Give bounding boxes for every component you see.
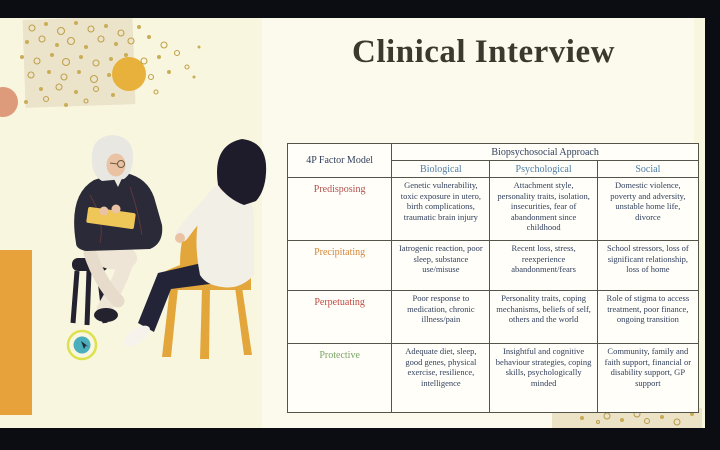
row-label-perpetuating: Perpetuating — [286, 290, 393, 344]
cell-protective-biological: Adequate diet, sleep, good genes, physic… — [391, 343, 491, 413]
teal-target-mark — [66, 329, 98, 361]
therapist-face — [106, 153, 126, 177]
client-hair — [217, 139, 267, 205]
orange-accent-rectangle — [0, 250, 32, 415]
cell-perpetuating-psychological: Personality traits, coping mechanisms, b… — [489, 290, 598, 344]
corner-header: 4P Factor Model — [286, 143, 393, 178]
mustard-circle — [112, 57, 146, 91]
row-label-precipitating: Precipitating — [286, 240, 393, 291]
row-label-protective: Protective — [286, 343, 393, 413]
cell-precipitating-social: School stressors, loss of significant re… — [596, 240, 700, 291]
cell-perpetuating-social: Role of stigma to access treatment, poor… — [596, 290, 700, 344]
cell-predisposing-social: Domestic violence, poverty and adversity… — [596, 177, 700, 241]
salmon-circle — [0, 87, 18, 117]
column-header-biological: Biological — [391, 160, 491, 178]
letterbox-bar-right — [705, 0, 720, 450]
cell-predisposing-psychological: Attachment style, personality traits, is… — [489, 177, 598, 241]
row-label-predisposing: Predisposing — [286, 177, 393, 241]
therapist-shoe — [94, 308, 118, 322]
column-header-social: Social — [596, 160, 700, 178]
group-header: Biopsychosocial Approach — [391, 143, 699, 161]
column-header-psychological: Psychological — [489, 160, 598, 178]
notepad — [86, 206, 136, 230]
letterbox-bar-bottom — [0, 428, 720, 450]
cell-perpetuating-biological: Poor response to medication, chronic ill… — [391, 290, 491, 344]
table-row: Protective Adequate diet, sleep, good ge… — [286, 343, 700, 413]
page-title: Clinical Interview — [352, 34, 615, 70]
client-hand — [175, 233, 185, 243]
factor-model-table: 4P Factor Model Biopsychosocial Approach… — [286, 143, 700, 413]
table-row: Perpetuating Poor response to medication… — [286, 290, 700, 344]
therapy-session-illustration — [66, 135, 267, 361]
cell-precipitating-psychological: Recent loss, stress, reexperience abando… — [489, 240, 598, 291]
letterbox-bar-top — [0, 0, 720, 18]
client-sneaker — [124, 325, 150, 347]
cell-precipitating-biological: Iatrogenic reaction, poor sleep, substan… — [391, 240, 491, 291]
table-row: Predisposing Genetic vulnerability, toxi… — [286, 177, 700, 241]
dots-pattern-top-left — [0, 18, 201, 117]
table-row: Precipitating Iatrogenic reaction, poor … — [286, 240, 700, 291]
cell-protective-social: Community, family and faith support, fin… — [596, 343, 700, 413]
cell-protective-psychological: Insightful and cognitive behaviour strat… — [489, 343, 598, 413]
cell-predisposing-biological: Genetic vulnerability, toxic exposure in… — [391, 177, 491, 241]
